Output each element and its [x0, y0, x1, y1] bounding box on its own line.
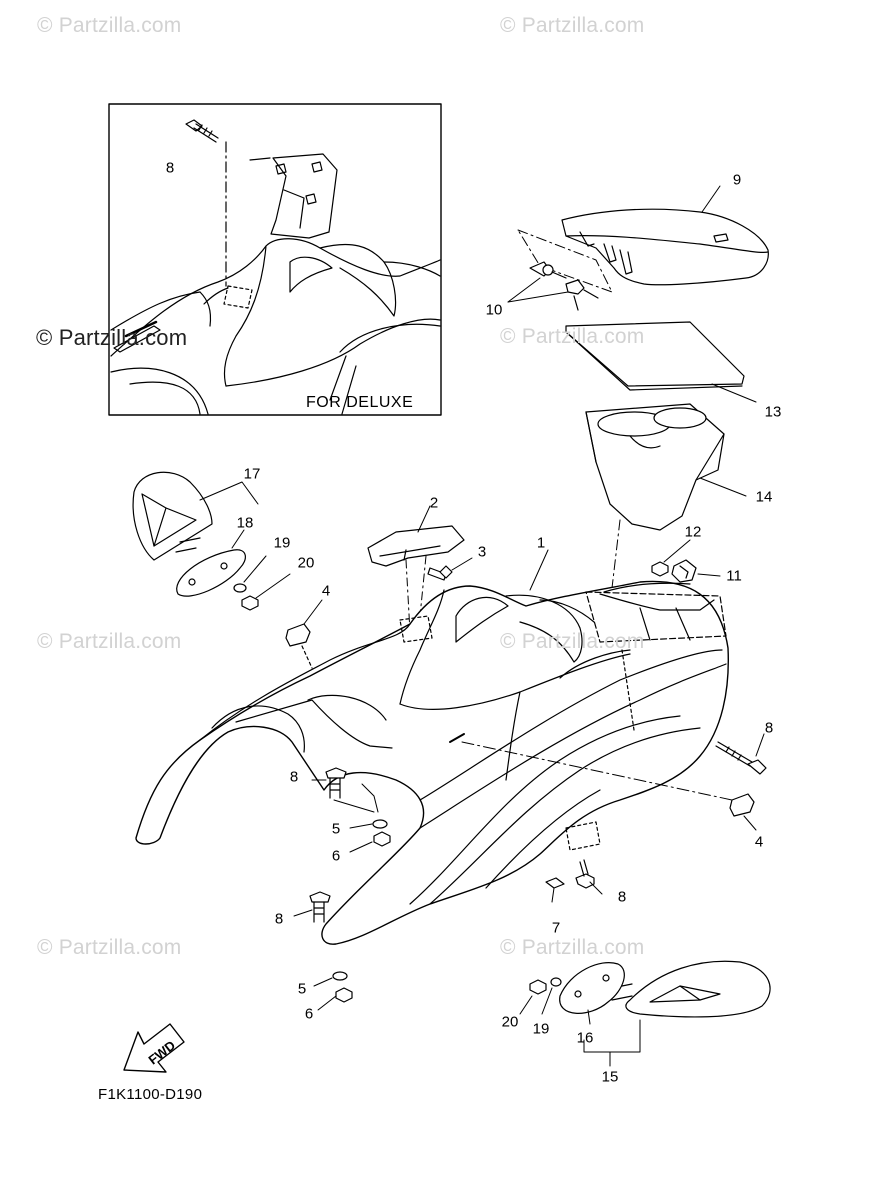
callout-label[interactable]: 4: [754, 833, 764, 851]
callout-label[interactable]: 1: [536, 534, 546, 552]
watermark: © Partzilla.com: [500, 630, 645, 653]
part-17-light-assembly: [132, 471, 291, 611]
callout-label[interactable]: 6: [304, 1005, 314, 1023]
fwd-arrow-icon: [123, 1023, 185, 1073]
deluxe-inset-drawing: [110, 119, 441, 415]
part-9-seat-cover: [561, 185, 769, 286]
part-12-plug: [651, 539, 691, 577]
deluxe-inset-frame: [108, 103, 442, 416]
callout-label[interactable]: 4: [321, 582, 331, 600]
part-4-clip-right: [461, 741, 757, 831]
watermark: © Partzilla.com: [36, 325, 188, 350]
watermark: © Partzilla.com: [37, 630, 182, 653]
part-13-mat: [565, 321, 757, 403]
part-1-seat-body: [135, 549, 729, 945]
watermark: © Partzilla.com: [500, 936, 645, 959]
callout-label[interactable]: 11: [726, 567, 742, 585]
callout-label[interactable]: 7: [551, 919, 561, 937]
callout-label[interactable]: 16: [576, 1029, 594, 1047]
callout-label[interactable]: 8: [764, 719, 774, 737]
diagram-code: F1K1100-D190: [98, 1086, 203, 1103]
part-2-grip: [367, 505, 465, 633]
callout-label[interactable]: 8: [274, 910, 284, 928]
part-3-screw: [427, 557, 473, 581]
part-14-storage-box: [585, 403, 747, 589]
part-10-guides: [507, 229, 613, 311]
bolt-8-mid: [311, 767, 391, 853]
bolt-8-low: [545, 859, 603, 903]
inset-bolt-8: [185, 119, 227, 287]
callout-label[interactable]: 20: [297, 554, 315, 572]
callout-label[interactable]: 10: [485, 301, 503, 319]
bolt-8-front: [293, 891, 331, 923]
callout-label[interactable]: 8: [617, 888, 627, 906]
callout-label[interactable]: 2: [429, 494, 439, 512]
bolt-8-right: [715, 733, 767, 775]
callout-label[interactable]: 19: [532, 1020, 550, 1038]
callout-label[interactable]: 20: [501, 1013, 519, 1031]
watermark: © Partzilla.com: [37, 14, 182, 37]
callout-label[interactable]: 8: [289, 768, 299, 786]
watermark: © Partzilla.com: [500, 14, 645, 37]
inset-caption: FOR DELUXE: [306, 394, 414, 411]
callout-label[interactable]: 8: [165, 159, 175, 177]
callout-label[interactable]: 6: [331, 847, 341, 865]
callout-label[interactable]: 12: [684, 523, 702, 541]
callout-label[interactable]: 13: [764, 403, 782, 421]
callout-label[interactable]: 9: [732, 171, 742, 189]
callout-label[interactable]: 17: [243, 465, 261, 483]
watermark: © Partzilla.com: [37, 936, 182, 959]
callout-label[interactable]: 18: [236, 514, 254, 532]
callout-label[interactable]: 14: [755, 488, 773, 506]
callout-label[interactable]: 5: [331, 820, 341, 838]
callout-label[interactable]: 5: [297, 980, 307, 998]
callout-label[interactable]: 3: [477, 543, 487, 561]
callout-label[interactable]: 15: [601, 1068, 619, 1086]
part-11-clip: [671, 559, 721, 583]
part-4-clip-top: [285, 599, 323, 669]
part-15-light-assembly: [519, 960, 771, 1067]
callout-label[interactable]: 19: [273, 534, 291, 552]
washer-5-nut-6-low: [313, 971, 353, 1011]
watermark: © Partzilla.com: [500, 325, 645, 348]
